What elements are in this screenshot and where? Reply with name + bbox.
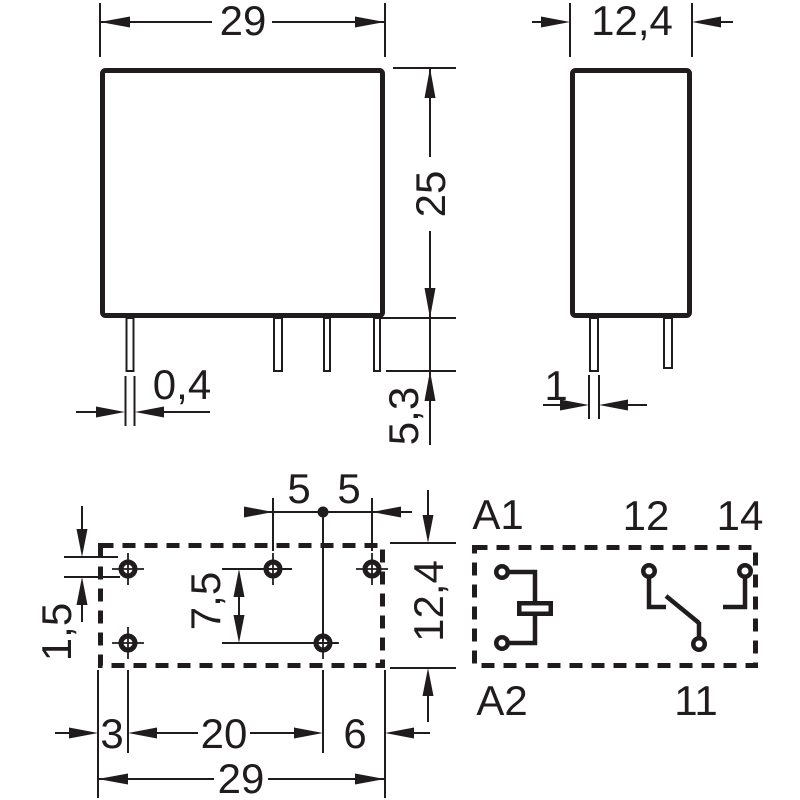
fp-left-margin-label: 3 xyxy=(100,710,124,757)
side-width-dimension xyxy=(532,3,733,57)
side-pin-width-label: 1 xyxy=(544,362,568,409)
arrowhead-right xyxy=(69,727,98,739)
schematic-a1-label: A1 xyxy=(472,491,524,538)
fp-hole-span-label: 20 xyxy=(200,710,248,757)
pin xyxy=(589,317,599,372)
nc-contact-wire xyxy=(646,578,666,610)
footprint-outline-dashed xyxy=(98,543,385,668)
arrowhead-up xyxy=(76,577,88,605)
front-width-dimension xyxy=(99,3,386,57)
front-pin-width-dimension xyxy=(76,376,210,426)
terminal-12-circle xyxy=(641,563,657,579)
hole xyxy=(112,553,144,585)
front-pin-width-label: 0,4 xyxy=(152,361,212,408)
arrowhead-right xyxy=(244,506,273,518)
side-pin-width-dimension xyxy=(543,375,647,419)
fp-right-margin-label: 6 xyxy=(343,710,367,757)
pin xyxy=(373,317,381,372)
fp-pin-spacing-left-label: 5 xyxy=(287,465,311,512)
arrowhead-right xyxy=(560,399,589,411)
footprint-width-dimensions xyxy=(55,670,430,798)
fp-total-width-label: 29 xyxy=(217,755,265,800)
arrowhead-up xyxy=(424,68,436,98)
schematic-11-label: 11 xyxy=(674,677,718,724)
front-height-dimension xyxy=(380,67,456,445)
arrowhead-down xyxy=(424,288,436,318)
arrowhead-right xyxy=(96,406,125,418)
terminal-a2-circle xyxy=(494,635,510,651)
schematic-a2-label: A2 xyxy=(476,677,528,724)
edge-offset-dimension xyxy=(64,506,120,622)
arrowhead-left xyxy=(98,773,128,785)
pin-spacing-dimension xyxy=(244,498,412,641)
hole xyxy=(356,553,388,585)
arrowhead-left xyxy=(372,506,401,518)
side-pins xyxy=(589,317,673,372)
pin xyxy=(273,317,283,372)
changeover-contact-symbol xyxy=(641,563,753,652)
coil-box xyxy=(517,601,553,616)
pin xyxy=(323,317,331,372)
fp-row-spacing-label: 7,5 xyxy=(182,571,229,631)
arrowhead-down xyxy=(233,615,245,643)
pin xyxy=(125,317,135,372)
arrowhead-left xyxy=(385,727,414,739)
side-width-label: 12,4 xyxy=(591,0,673,44)
arrowhead-left xyxy=(599,399,628,411)
pin xyxy=(663,317,673,369)
row-spacing-dimension xyxy=(222,568,338,644)
footprint-view xyxy=(55,490,456,798)
arrowhead-down xyxy=(76,529,88,557)
contact-blade xyxy=(664,594,701,625)
front-view xyxy=(76,3,456,445)
coil-symbol xyxy=(494,564,553,651)
footprint-depth-dimension xyxy=(390,490,456,722)
front-height-label: 25 xyxy=(407,170,454,218)
arrowhead-left xyxy=(135,406,164,418)
side-view xyxy=(532,3,733,419)
schematic-view xyxy=(472,545,758,668)
relay-body-outline xyxy=(100,68,385,318)
arrowhead-up xyxy=(422,668,434,696)
hole xyxy=(112,627,144,659)
fp-pin-spacing-right-label: 5 xyxy=(337,465,361,512)
arrowhead-down xyxy=(422,515,434,543)
coil-wire xyxy=(509,614,538,646)
front-pin-length-label: 5,3 xyxy=(380,386,427,446)
fp-edge-offset-label: 1,5 xyxy=(33,602,80,662)
fp-depth-label: 12,4 xyxy=(405,560,452,642)
terminal-a1-circle xyxy=(494,564,510,580)
arrowhead-left xyxy=(692,16,721,28)
schematic-14-label: 14 xyxy=(716,492,764,539)
arrowhead-right xyxy=(294,727,323,739)
coil-wire xyxy=(509,569,538,603)
arrowhead-right xyxy=(541,16,570,28)
front-pins xyxy=(125,317,381,372)
arrowhead-right xyxy=(355,773,385,785)
arrowhead-up xyxy=(424,371,436,401)
arrowhead-right xyxy=(355,16,385,28)
schematic-outline-dashed xyxy=(472,545,758,668)
terminal-14-circle xyxy=(737,563,753,579)
front-width-label: 29 xyxy=(219,0,267,44)
arrowhead-left xyxy=(100,16,130,28)
terminal-11-circle xyxy=(691,636,707,652)
schematic-12-label: 12 xyxy=(622,492,670,539)
arrowhead-left xyxy=(128,727,157,739)
arrowhead-up xyxy=(233,569,245,597)
relay-body-outline xyxy=(570,68,692,318)
no-contact-wire xyxy=(723,578,748,610)
